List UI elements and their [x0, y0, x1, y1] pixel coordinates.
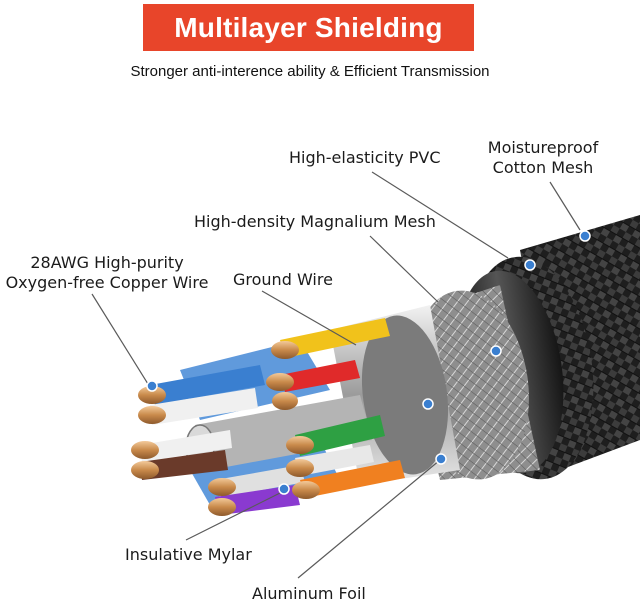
callout-dots [146, 230, 591, 495]
colored-insulations [140, 318, 405, 515]
callout-lines [91, 171, 581, 579]
ground-dot [422, 398, 434, 410]
page-subtitle: Stronger anti-interence ability & Effici… [130, 63, 490, 80]
pvc-dot [524, 259, 536, 271]
label-copper-line1: 28AWG High-purity [30, 253, 184, 272]
foil-leader-line [297, 459, 441, 579]
cotton-leader-line [549, 181, 581, 231]
pvc-leader-line [371, 171, 509, 259]
copper-conductors [131, 341, 320, 516]
label-moistureproof-cotton-mesh: Moistureproof Cotton Mesh [483, 138, 603, 178]
label-copper-line2: Oxygen-free Copper Wire [5, 273, 209, 292]
label-insulative-mylar: Insulative Mylar [125, 545, 252, 564]
magnalium-dot [490, 345, 502, 357]
page-title: Multilayer Shielding [174, 11, 443, 43]
mylar-leader-line [185, 491, 283, 541]
label-copper-wire: 28AWG High-purity Oxygen-free Copper Wir… [0, 253, 214, 293]
label-magnalium-mesh: High-density Magnalium Mesh [194, 212, 436, 231]
title-banner: Multilayer Shielding [143, 4, 474, 51]
copper-dot [146, 380, 158, 392]
cotton-dot [579, 230, 591, 242]
mylar-dot [278, 483, 290, 495]
foil-dot [435, 453, 447, 465]
label-cotton-line2: Cotton Mesh [492, 158, 594, 177]
label-cotton-line1: Moistureproof [487, 138, 599, 157]
copper-leader-line [91, 293, 149, 385]
label-ground-wire: Ground Wire [233, 270, 333, 289]
magnalium-leader-line [369, 235, 439, 303]
ground-leader-line [261, 290, 357, 346]
label-aluminum-foil: Aluminum Foil [252, 584, 366, 603]
label-high-elasticity-pvc: High-elasticity PVC [289, 148, 441, 167]
